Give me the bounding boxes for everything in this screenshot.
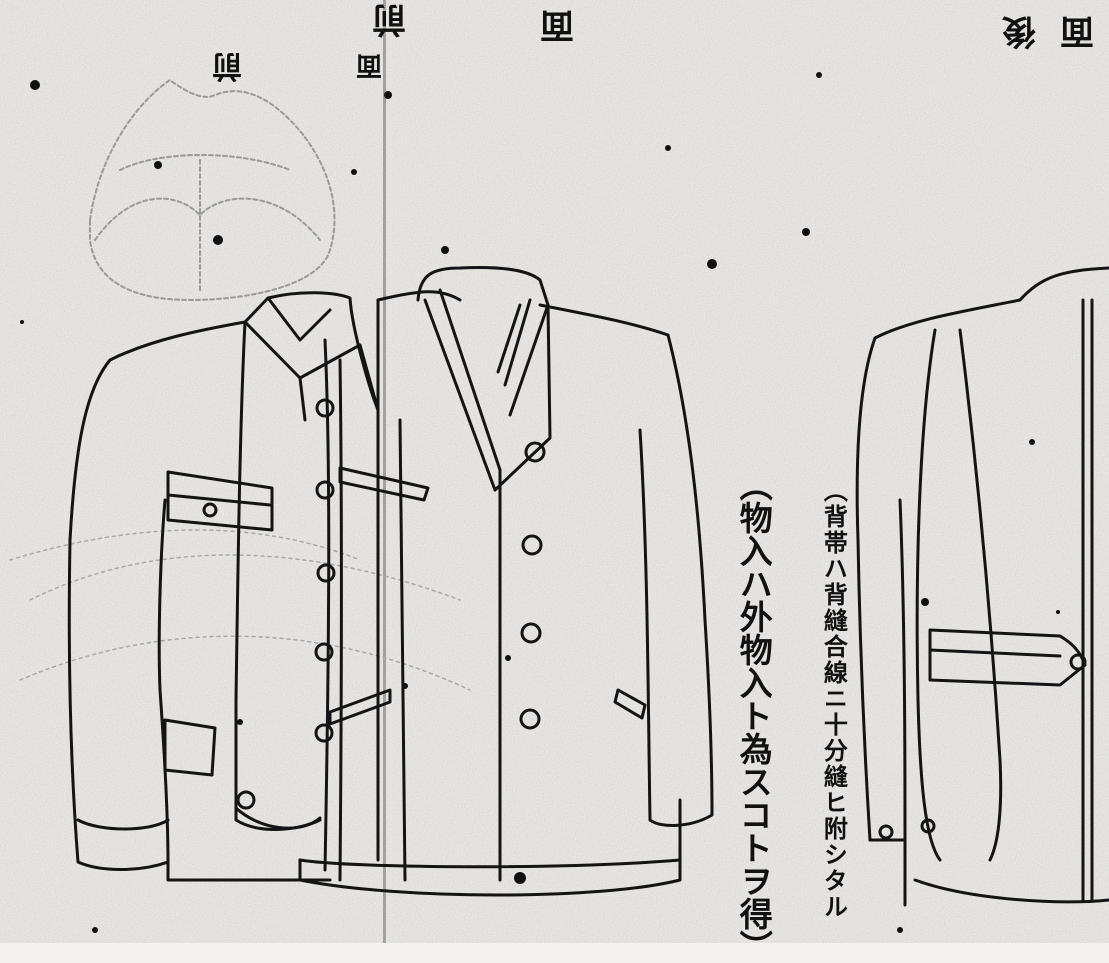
front-view-label-upper: 前	[372, 0, 406, 39]
left-jacket-front	[67, 291, 380, 882]
center-jacket-front	[298, 266, 714, 897]
page-fold-line	[383, 0, 386, 943]
jacket-diagram	[9, 79, 1109, 907]
back-view-label-lower: 面	[1060, 11, 1094, 51]
back-belt-note: （背帯ハ背縫合線ニ十分縫ヒ附シタル	[819, 478, 849, 920]
pocket-note: （物入ハ外物入ト為スコトヲ得）	[734, 468, 774, 963]
ghost-cap-outline	[89, 79, 336, 301]
small-front-label-2: 面	[356, 50, 383, 80]
right-jacket-back	[855, 266, 1109, 907]
front-view-label-lower: 面	[540, 5, 574, 45]
back-view-label-upper: 後	[1002, 11, 1036, 51]
small-front-label: 前	[212, 48, 242, 83]
